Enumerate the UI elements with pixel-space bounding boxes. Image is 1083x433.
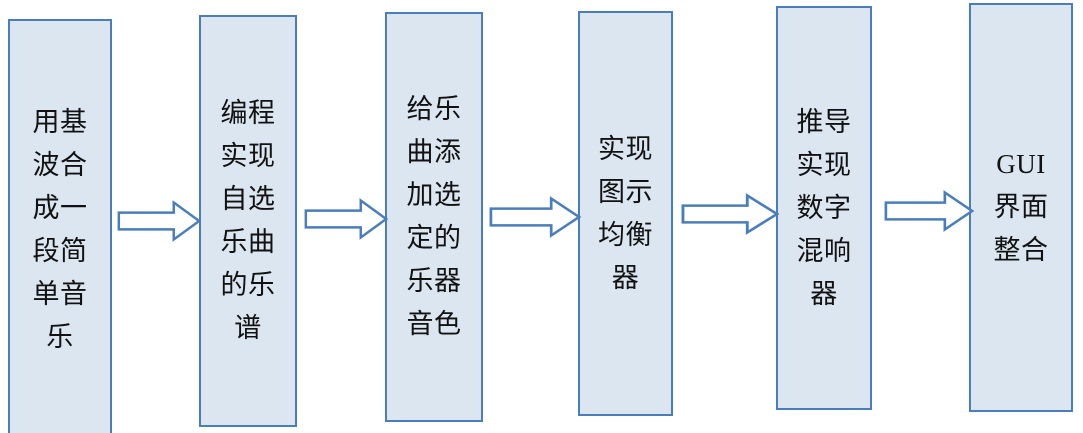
right-arrow-icon [117,200,202,242]
right-arrow-icon [681,193,780,235]
right-arrow-icon [884,190,975,232]
flow-arrow-4 [681,193,780,235]
flow-node-6-label: GUI界面整合 [993,149,1049,265]
right-arrow-icon [304,198,389,240]
right-arrow-icon [489,196,582,238]
flow-node-3-label: 给乐曲添加选定的乐器音色 [406,94,462,339]
flow-node-4[interactable]: 实现图示均衡器 [578,11,673,416]
flow-node-5[interactable]: 推导实现数字混响器 [776,6,872,410]
flow-node-6[interactable]: GUI界面整合 [969,3,1073,412]
flow-node-2[interactable]: 编程实现自选乐曲的乐谱 [199,15,297,427]
flow-arrow-1 [117,200,202,242]
flow-node-5-label: 推导实现数字混响器 [796,106,852,309]
flow-node-4-label: 实现图示均衡器 [598,133,653,293]
flow-node-1[interactable]: 用基波合成一段简单音乐 [8,19,112,433]
flow-node-2-label: 编程实现自选乐曲的乐谱 [220,98,276,343]
flow-arrow-3 [489,196,582,238]
flow-arrow-5 [884,190,975,232]
flow-node-1-label: 用基波合成一段简单音乐 [32,107,88,352]
flow-arrow-2 [304,198,389,240]
flow-node-3[interactable]: 给乐曲添加选定的乐器音色 [385,12,483,422]
